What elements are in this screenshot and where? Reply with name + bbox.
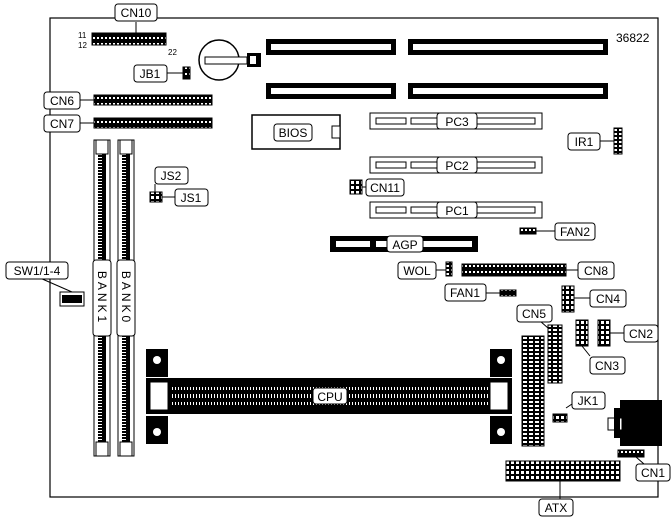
ir1-label: IR1 (575, 135, 594, 149)
jb1-jumper: JB1 (133, 64, 191, 83)
atx-label: ATX (545, 501, 567, 515)
cn8-label: CN8 (584, 264, 608, 278)
cn4-label: CN4 (596, 292, 620, 306)
fan2-label: FAN2 (560, 225, 590, 239)
fan1-label: FAN1 (450, 286, 480, 300)
mount-hole-icon (153, 428, 161, 436)
cn1-label: CN1 (641, 466, 665, 480)
fan2-connector: FAN2 (519, 222, 596, 241)
sw1-dip-switch: SW1/1-4 (5, 261, 85, 307)
pc2-label: PC2 (445, 159, 469, 173)
vertical-connector (521, 335, 545, 447)
cn3-label: CN3 (595, 359, 619, 373)
sw1-label: SW1/1-4 (14, 264, 61, 278)
jk1-jumper: JK1 (552, 391, 606, 423)
cn10-pin-12: 12 (78, 41, 87, 50)
cn5-header: CN5 (516, 304, 563, 384)
cn2-label: CN2 (629, 327, 653, 341)
agp-label: AGP (392, 238, 417, 252)
cn8-header: CN8 (461, 261, 615, 280)
isa-slots (266, 39, 608, 99)
jk1-label: JK1 (578, 394, 599, 408)
bank0-label: BANK0 (119, 271, 133, 325)
pc3-label: PC3 (445, 115, 469, 129)
wol-label: WOL (403, 264, 431, 278)
cn3-header: CN3 (575, 319, 626, 375)
cn10-pin-11: 11 (78, 31, 87, 40)
cn6-label: CN6 (50, 94, 74, 108)
jb1-label: JB1 (140, 67, 161, 81)
mount-hole-icon (497, 356, 505, 364)
bank1-label: BANK1 (95, 271, 109, 325)
cn10-label: CN10 (121, 6, 152, 20)
board-id: 36822 (616, 31, 650, 45)
dimm-bank0: BANK0 (116, 139, 136, 457)
pc1-label: PC1 (445, 204, 469, 218)
cn11-label: CN11 (370, 181, 400, 195)
js1-jumper: JS1 (162, 188, 209, 207)
cpu-slot: CPU (146, 349, 512, 444)
cn1-header: CN1 (617, 449, 671, 482)
js1-label: JS1 (181, 191, 202, 205)
battery-icon (198, 39, 261, 81)
ir1-header: IR1 (567, 127, 623, 155)
pci-slot-pc3: PC3 (369, 112, 543, 130)
agp-slot: AGP (330, 235, 478, 253)
cn7-header: CN7 (43, 114, 213, 133)
cn2-header: CN2 (597, 319, 659, 347)
ps2-port (607, 400, 662, 446)
cn7-label: CN7 (50, 117, 74, 131)
atx-power-connector: ATX (505, 460, 621, 517)
dimm-bank1: BANK1 (92, 139, 112, 457)
cn6-header: CN6 (43, 91, 213, 110)
pci-slot-pc1: PC1 (369, 201, 543, 219)
pci-slot-pc2: PC2 (369, 156, 543, 174)
cn10-pin-22: 22 (168, 48, 177, 57)
mount-hole-icon (153, 356, 161, 364)
fan1-connector: FAN1 (444, 283, 517, 302)
cn4-header: CN4 (561, 285, 627, 313)
cn10-header: 11 12 22 CN10 (78, 3, 177, 57)
wol-connector: WOL (397, 261, 453, 280)
mount-hole-icon (497, 428, 505, 436)
cn11-header: CN11 (349, 178, 405, 197)
js2-label: JS2 (161, 169, 182, 183)
bios-chip: BIOS (251, 114, 341, 150)
js2-jumper: JS2 (149, 166, 189, 203)
cpu-label: CPU (317, 390, 342, 404)
cn5-label: CN5 (522, 307, 546, 321)
bios-label: BIOS (279, 126, 308, 140)
